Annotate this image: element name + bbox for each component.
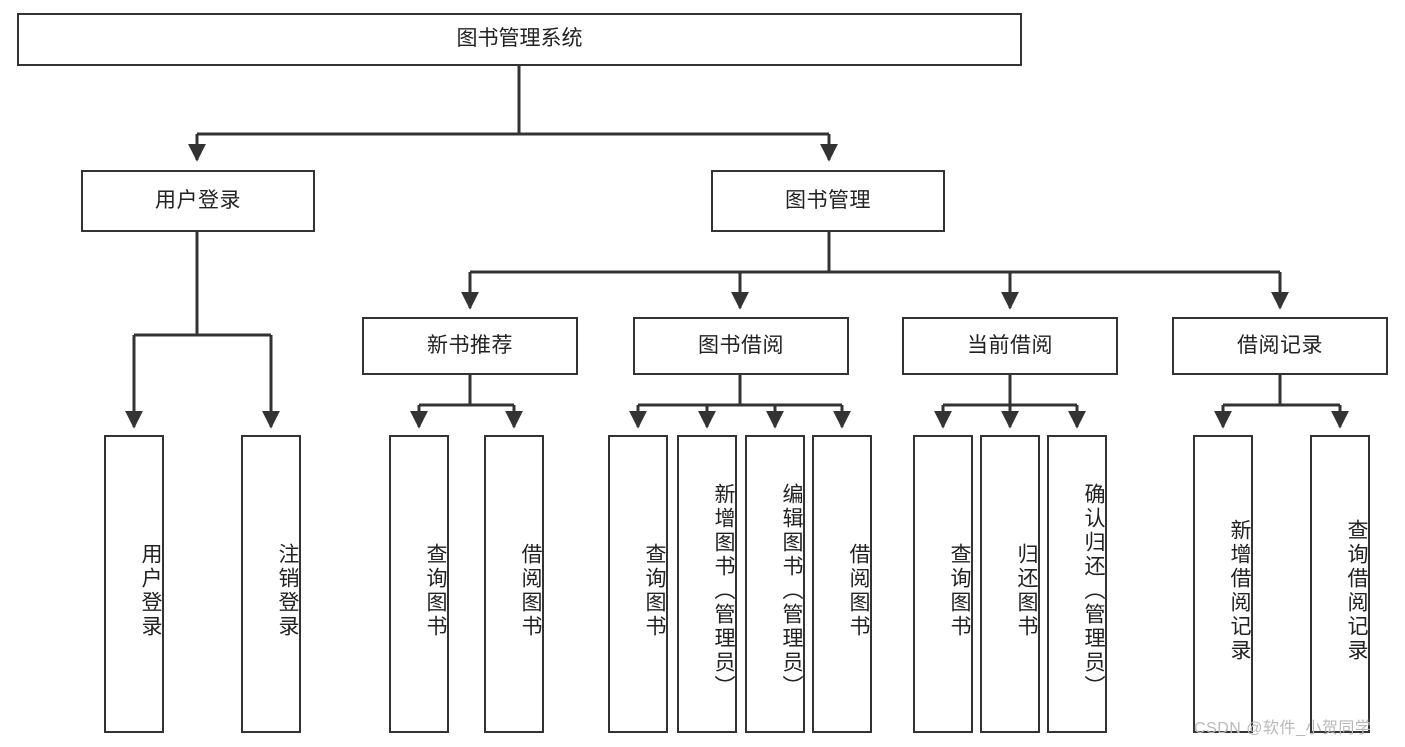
node-leaf-edit-book[interactable]: 编辑图书（管理员） <box>745 435 805 733</box>
node-current-borrow-label: 当前借阅 <box>967 333 1053 357</box>
node-leaf-user-login[interactable]: 用户登录 <box>104 435 164 733</box>
node-leaf-logout[interactable]: 注销登录 <box>241 435 301 733</box>
node-root-label: 图书管理系统 <box>456 27 583 51</box>
node-leaf-borrow-book-2[interactable]: 借阅图书 <box>812 435 872 733</box>
node-leaf-query-book-1[interactable]: 查询图书 <box>389 435 449 733</box>
node-current-borrow[interactable]: 当前借阅 <box>902 317 1118 375</box>
node-root[interactable]: 图书管理系统 <box>17 13 1022 66</box>
node-leaf-confirm-return[interactable]: 确认归还（管理员） <box>1047 435 1107 733</box>
node-borrow-record-label: 借阅记录 <box>1237 333 1323 357</box>
node-book-management[interactable]: 图书管理 <box>711 170 945 232</box>
node-book-borrow-label: 图书借阅 <box>698 333 784 357</box>
node-leaf-query-book-3[interactable]: 查询图书 <box>913 435 973 733</box>
node-leaf-query-book-2-label: 查询图书 <box>643 543 666 639</box>
node-leaf-return-book[interactable]: 归还图书 <box>980 435 1040 733</box>
node-leaf-query-book-3-label: 查询图书 <box>948 543 971 639</box>
csdn-watermark: CSDN @软件_小贺同学 <box>1194 720 1372 737</box>
node-borrow-record[interactable]: 借阅记录 <box>1172 317 1388 375</box>
node-book-management-label: 图书管理 <box>785 188 871 212</box>
node-leaf-add-book-label: 新增图书（管理员） <box>712 483 735 699</box>
node-leaf-add-record[interactable]: 新增借阅记录 <box>1193 435 1253 733</box>
node-leaf-user-login-label: 用户登录 <box>139 543 162 639</box>
node-leaf-return-book-label: 归还图书 <box>1015 543 1038 639</box>
node-leaf-borrow-book-2-label: 借阅图书 <box>847 543 870 639</box>
node-leaf-logout-label: 注销登录 <box>276 543 299 639</box>
node-book-borrow[interactable]: 图书借阅 <box>633 317 849 375</box>
node-new-book-recommend-label: 新书推荐 <box>427 333 513 357</box>
node-leaf-query-record[interactable]: 查询借阅记录 <box>1310 435 1370 733</box>
node-leaf-query-record-label: 查询借阅记录 <box>1345 519 1368 663</box>
node-new-book-recommend[interactable]: 新书推荐 <box>362 317 578 375</box>
node-leaf-add-book[interactable]: 新增图书（管理员） <box>677 435 737 733</box>
node-leaf-query-book-1-label: 查询图书 <box>424 543 447 639</box>
node-leaf-borrow-book-1[interactable]: 借阅图书 <box>484 435 544 733</box>
node-leaf-edit-book-label: 编辑图书（管理员） <box>780 483 803 699</box>
node-user-login-label: 用户登录 <box>155 188 241 212</box>
node-leaf-borrow-book-1-label: 借阅图书 <box>519 543 542 639</box>
node-leaf-confirm-return-label: 确认归还（管理员） <box>1082 483 1105 699</box>
node-user-login[interactable]: 用户登录 <box>81 170 315 232</box>
node-leaf-add-record-label: 新增借阅记录 <box>1228 519 1251 663</box>
node-leaf-query-book-2[interactable]: 查询图书 <box>608 435 668 733</box>
